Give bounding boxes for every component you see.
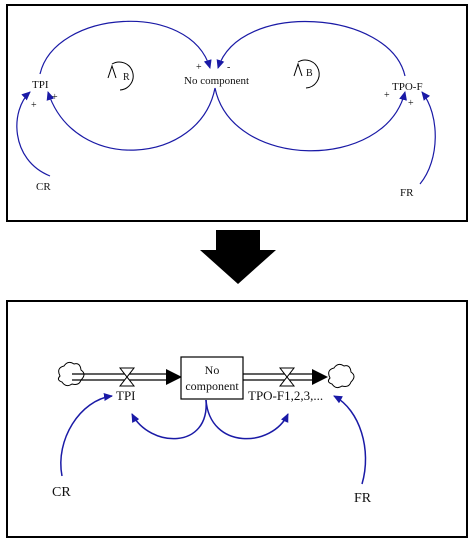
polarity-tpo-a: +	[384, 90, 390, 101]
inflow-valve-icon	[118, 367, 136, 387]
link-cr-to-inflow	[60, 393, 113, 477]
loop-b-label: B	[306, 68, 313, 79]
polarity-tpi-a: +	[31, 100, 37, 111]
sink-cloud-icon	[327, 363, 355, 389]
inflow-label: TPI	[116, 388, 136, 403]
loop-r-label: R	[123, 72, 130, 83]
outflow-pipe	[243, 369, 328, 385]
loop-r-marker: R	[107, 61, 134, 91]
link-center-to-tpo	[214, 87, 407, 152]
var-center-label: No component	[184, 75, 249, 87]
loop-b-marker: B	[293, 59, 320, 89]
bottom-cr-label: CR	[52, 485, 71, 500]
bottom-fr-label: FR	[354, 491, 372, 506]
var-fr-label: FR	[400, 187, 414, 199]
polarity-center-left: +	[196, 62, 202, 73]
polarity-center-right: -	[227, 62, 230, 73]
var-tpi-label: TPI	[32, 79, 49, 91]
causal-loop-panel	[6, 4, 468, 222]
stock-label-line2: component	[185, 379, 239, 393]
link-center-to-tpi	[46, 87, 216, 151]
outflow-valve-icon	[278, 367, 296, 387]
link-stock-to-outflow	[205, 399, 289, 440]
polarity-tpo-b: +	[408, 98, 414, 109]
link-tpi-to-center	[39, 20, 212, 75]
link-tpo-to-center	[216, 21, 406, 77]
link-fr-to-tpo	[419, 91, 436, 185]
link-stock-to-inflow	[131, 399, 207, 440]
link-fr-to-outflow	[333, 395, 367, 485]
link-cr-to-tpi	[16, 91, 51, 177]
inflow-pipe	[72, 369, 182, 385]
stock-box	[180, 356, 244, 400]
var-tpo-label: TPO-F	[392, 81, 423, 93]
var-cr-label: CR	[36, 181, 51, 193]
polarity-tpi-b: +	[52, 92, 58, 103]
stock-label-line1: No	[205, 363, 220, 377]
stock-flow-panel	[6, 300, 468, 538]
transition-arrow	[200, 230, 276, 284]
outflow-label: TPO-F1,2,3,...	[248, 388, 323, 403]
